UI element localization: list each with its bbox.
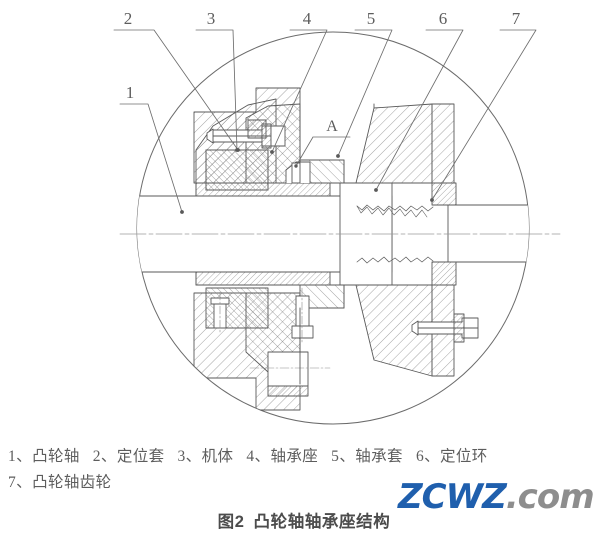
legend-num-7: 7、 xyxy=(8,474,33,491)
callout-1: 1 xyxy=(126,83,135,102)
callout-2: 2 xyxy=(124,9,133,28)
legend-name-5: 轴承套 xyxy=(355,448,403,465)
watermark: ZCWZ.com xyxy=(398,477,595,517)
legend-num-2: 2、 xyxy=(92,448,117,465)
legend: 1、凸轮轴 2、定位套 3、机体 4、轴承座 5、轴承套 6、定位环 7、凸轮轴齿轮 xyxy=(0,444,608,496)
legend-name-7: 凸轮轴齿轮 xyxy=(32,474,112,491)
body-contours xyxy=(195,103,375,385)
legend-name-2: 定位套 xyxy=(116,448,165,465)
legend-item-3: 3、机体 xyxy=(178,444,234,470)
legend-row-2: 7、凸轮轴齿轮 xyxy=(0,470,608,496)
figure-number: 图2 xyxy=(217,513,245,531)
detail-a-feature xyxy=(285,161,311,184)
figure-title: 凸轮轴轴承座结构 xyxy=(253,513,391,531)
callout-3: 3 xyxy=(207,9,216,28)
legend-item-7: 7、凸轮轴齿轮 xyxy=(8,470,112,496)
legend-name-1: 凸轮轴 xyxy=(32,448,80,465)
bolt-lower-middle xyxy=(291,287,314,343)
callout-6: 6 xyxy=(439,9,448,28)
legend-item-4: 4、轴承座 xyxy=(246,444,318,470)
legend-name-3: 机体 xyxy=(201,448,234,465)
legend-item-5: 5、轴承套 xyxy=(331,444,403,470)
legend-row-1: 1、凸轮轴 2、定位套 3、机体 4、轴承座 5、轴承套 6、定位环 xyxy=(0,444,608,470)
assembly-section xyxy=(137,87,529,411)
legend-num-4: 4、 xyxy=(246,448,271,465)
gear-teeth-break-lower xyxy=(356,256,434,264)
figure-caption: 图2 凸轮轴轴承座结构 xyxy=(0,508,608,532)
watermark-tld: .com xyxy=(505,477,595,517)
callout-number-group: 1 2 3 4 5 6 7 A xyxy=(124,9,521,135)
legend-num-5: 5、 xyxy=(331,448,356,465)
legend-item-1: 1、凸轮轴 xyxy=(8,444,80,470)
part-bearing-bush-upper xyxy=(195,182,331,197)
lower-boss xyxy=(249,351,331,397)
cross-section-drawing: 1 2 3 4 5 6 7 A xyxy=(113,9,561,425)
legend-item-6: 6、定位环 xyxy=(416,444,488,470)
bolt-lower-right xyxy=(411,313,479,343)
legend-num-3: 3、 xyxy=(177,448,202,465)
part-bearing-bush-lower xyxy=(195,271,331,286)
callout-leaders xyxy=(113,29,537,214)
legend-name-6: 定位环 xyxy=(440,448,488,465)
legend-num-6: 6、 xyxy=(415,448,440,465)
legend-item-2: 2、定位套 xyxy=(93,444,165,470)
gear-teeth-break-upper xyxy=(356,204,434,218)
legend-num-1: 1、 xyxy=(8,448,33,465)
callout-4: 4 xyxy=(303,9,312,28)
watermark-brand: ZCWZ xyxy=(398,477,507,517)
detail-label-a: A xyxy=(326,118,338,135)
bolt-lower-left xyxy=(210,291,230,333)
callout-7: 7 xyxy=(512,9,521,28)
technical-drawing: 1 2 3 4 5 6 7 A xyxy=(113,9,561,425)
legend-name-4: 轴承座 xyxy=(270,448,319,465)
part-locating-ring xyxy=(299,159,345,309)
callout-5: 5 xyxy=(367,9,376,28)
bolt-seat-upper xyxy=(247,119,267,139)
